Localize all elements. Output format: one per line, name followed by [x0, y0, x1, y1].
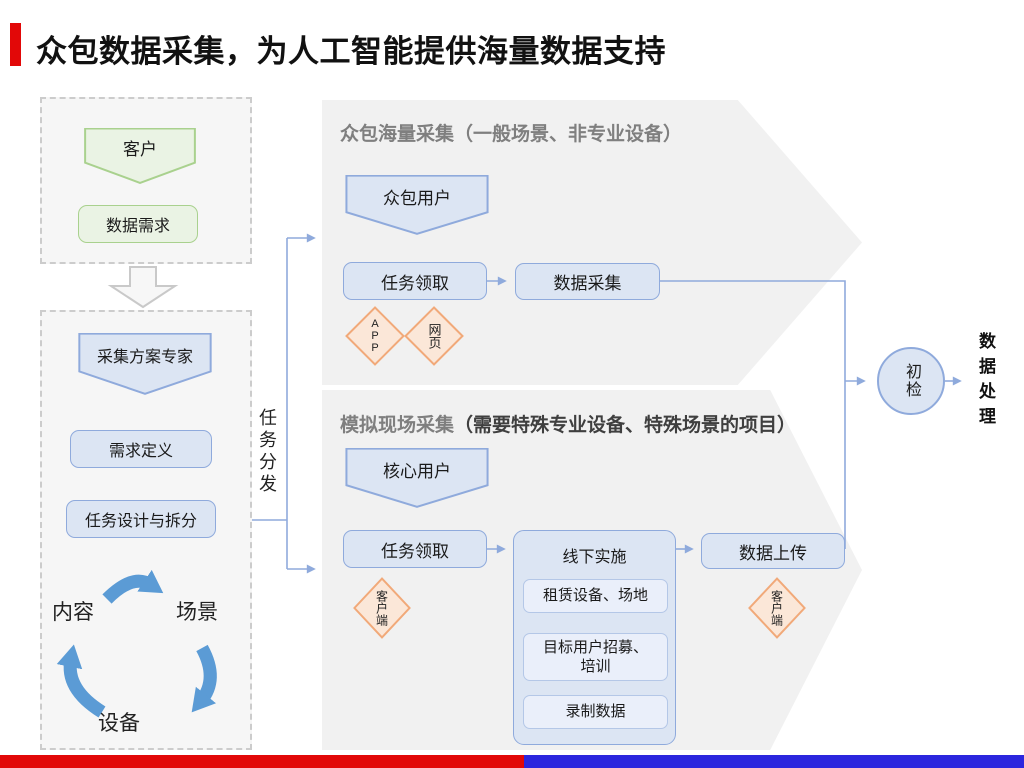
crowd-user-banner: 众包用户 — [345, 175, 489, 235]
expert-label: 采集方案专家 — [96, 348, 193, 366]
diamond-shape — [748, 577, 806, 639]
bottom-flow-header-secondary: （需要特殊专业设备、特殊场景的项目） — [454, 415, 797, 436]
offline-step-rent-label: 租赁设备、场地 — [542, 587, 648, 605]
data-collection-label: 数据采集 — [553, 274, 622, 293]
slide-title: 众包数据采集，为人工智能提供海量数据支持 — [36, 34, 666, 69]
client-channel-diamond: 客户端 — [353, 577, 411, 639]
top-flow-header: 众包海量采集（一般场景、非专业设备） — [340, 119, 682, 146]
data-requirement-label: 数据需求 — [105, 218, 170, 235]
app-channel-label: APP — [369, 318, 381, 354]
title-accent-bar — [10, 23, 21, 66]
app-channel-diamond: APP — [345, 306, 405, 366]
bottom-flow-header: 模拟现场采集（需要特殊专业设备、特殊场景的项目） — [340, 410, 796, 437]
task-design-label: 任务设计与拆分 — [84, 513, 197, 530]
upload-client-label: 客户端 — [769, 590, 784, 626]
offline-step-recruit: 目标用户招募、培训 — [523, 633, 668, 681]
task-design-box: 任务设计与拆分 — [66, 500, 216, 538]
cycle-arrow-left — [56, 644, 106, 718]
crowd-user-label: 众包用户 — [383, 188, 451, 208]
expert-banner: 采集方案专家 — [78, 333, 212, 395]
offline-step-record-label: 录制数据 — [565, 703, 626, 721]
task-distribution-label: 任务分发 — [257, 408, 277, 496]
bottom-flow-header-primary: 模拟现场采集 — [340, 415, 455, 436]
data-collection-box: 数据采集 — [515, 263, 660, 300]
top-task-claim-box: 任务领取 — [343, 262, 487, 300]
data-requirement-box: 数据需求 — [78, 205, 198, 243]
cycle-content-label: 内容 — [52, 601, 94, 624]
cycle-device-label: 设备 — [98, 712, 140, 735]
initial-check-label: 初检 — [903, 363, 920, 399]
upload-client-diamond: 客户端 — [748, 577, 806, 639]
diamond-shape — [353, 577, 411, 639]
cycle-arrow-top — [102, 569, 164, 604]
client-banner: 客户 — [84, 128, 196, 184]
offline-step-record: 录制数据 — [523, 695, 668, 729]
offline-step-rent: 租赁设备、场地 — [523, 579, 668, 613]
bottom-task-claim-label: 任务领取 — [381, 541, 449, 561]
down-arrow-icon — [107, 266, 179, 309]
footer-red-bar — [0, 755, 524, 768]
initial-check-circle: 初检 — [877, 347, 945, 415]
banner-shape — [345, 448, 489, 508]
banner-shape — [78, 333, 212, 395]
data-processing-label: 数据处理 — [976, 332, 995, 432]
requirement-definition-label: 需求定义 — [108, 443, 173, 460]
offline-implementation-group: 线下实施 租赁设备、场地 目标用户招募、培训 录制数据 — [513, 530, 676, 745]
top-flow-header-text: 众包海量采集（一般场景、非专业设备） — [340, 124, 683, 145]
diamond-shape — [404, 306, 464, 366]
client-channel-label: 客户端 — [374, 590, 389, 626]
cycle-scene-label: 场景 — [176, 601, 218, 624]
footer-blue-bar — [524, 755, 1024, 768]
offline-step-recruit-label: 目标用户招募、培训 — [542, 638, 648, 676]
core-user-label: 核心用户 — [383, 461, 451, 481]
data-upload-label: 数据上传 — [739, 543, 807, 563]
core-user-banner: 核心用户 — [345, 448, 489, 508]
bottom-task-claim-box: 任务领取 — [343, 530, 487, 568]
data-upload-box: 数据上传 — [701, 533, 845, 569]
diamond-shape — [345, 306, 405, 366]
client-label: 客户 — [123, 140, 157, 160]
banner-shape — [345, 175, 489, 235]
banner-shape — [84, 128, 196, 184]
web-channel-diamond: 网页 — [404, 306, 464, 366]
cycle-arrows-icon — [56, 569, 217, 718]
cycle-arrow-right — [191, 644, 217, 713]
web-channel-label: 网页 — [426, 323, 442, 349]
offline-title: 线下实施 — [562, 549, 627, 566]
top-task-claim-label: 任务领取 — [381, 273, 449, 293]
requirement-definition-box: 需求定义 — [70, 430, 212, 468]
